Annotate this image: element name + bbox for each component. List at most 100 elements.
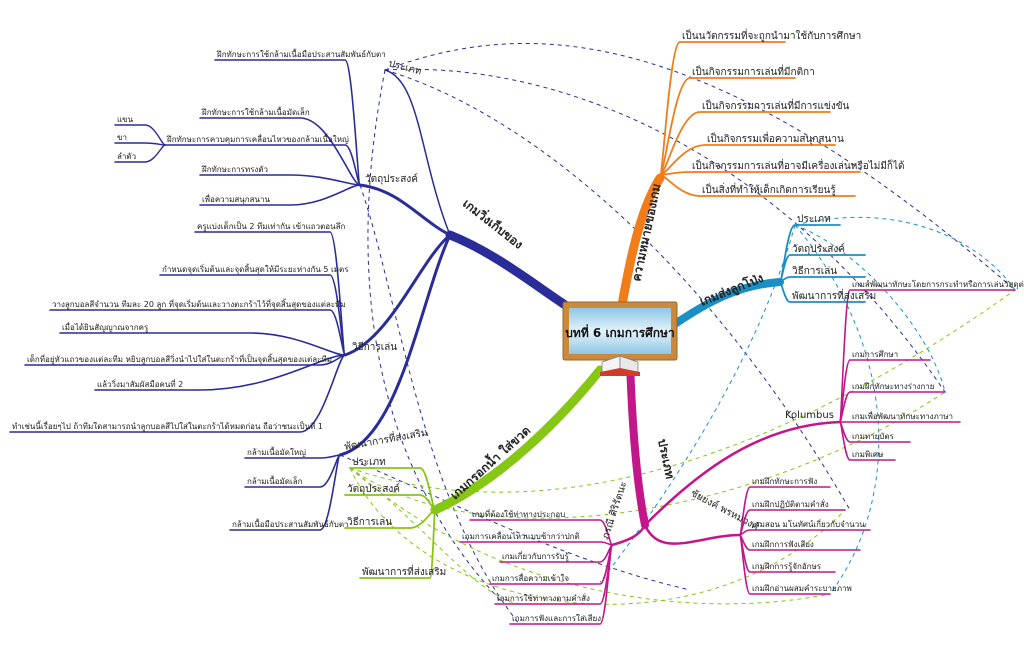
connector [338,233,452,457]
branch-line [739,529,871,536]
leaf-item[interactable]: เกมการฟังและการใส่เสียง [512,614,601,623]
connector [343,233,452,357]
leaf-item[interactable]: วิธีการเล่น [347,516,393,528]
leaf-item[interactable]: ขา [117,133,127,142]
branch-line [94,354,346,391]
node-run-method[interactable]: วิธีการเล่น [352,341,398,353]
dashed-link [599,224,796,583]
leaf-item[interactable]: แล้ววิ่งมาสัมผัสมือคนที่ 2 [97,378,183,389]
leaf-item[interactable]: พัฒนาการที่ส่งเสริม [362,564,446,578]
connector [358,183,452,237]
dashed-link [384,68,946,393]
branch-line [59,332,346,356]
leaf-item[interactable]: ฝึกทักษะการทรงตัว [201,165,268,174]
branch-line [509,544,613,625]
dashed-link [367,69,501,601]
leaf-item[interactable]: เป็นกิจกรรมการเล่นที่มีการแข่งขัน [702,98,850,112]
dashed-link [384,69,851,511]
leaf-item[interactable]: กล้ามเนื้อมัดใหญ่ [247,446,306,457]
node-run-objective[interactable]: วัตถุประสงค์ [365,173,418,185]
branch-line [9,354,346,433]
leaf-item[interactable]: เกมส์พัฒนาทักษะโดยการกระทำหรือการเล่นวัส… [852,279,1024,289]
dashed-link [349,467,521,605]
leaf-item[interactable]: เพื่อความสนุกสนาน [202,193,270,204]
branch-line [49,309,346,356]
leaf-item[interactable]: เกมฝึกอ่านผสมคำระบายภาพ [752,584,852,593]
leaf-item[interactable]: ครูแบ่งเด็กเป็น 2 ทีมเท่ากัน เข้าแถวตอนล… [197,221,345,232]
branch-line [659,77,796,176]
leaf-item[interactable]: เมื่อได้ยินสัญญาณจากครู [62,321,149,333]
leaf-item[interactable]: กำหนดจุดเริ่มต้นและจุดสิ้นสุดให้มีระยะห่… [162,263,349,274]
branch-line [199,117,361,186]
leaf-item[interactable]: เกมที่ต้องใช้ท่าทางประกอบ [472,508,565,519]
connector [610,523,647,547]
leaf-item[interactable]: พัฒนาการที่ส่งเสริม [792,288,876,302]
node-pornnee[interactable]: ภรณี ศิริรัตนะ [599,480,629,541]
leaf-item[interactable]: ฝึกทักษะการควบคุมการเคลื่อนไหวของกล้ามเน… [166,133,349,144]
leaf-item[interactable]: เกมฝึกการฟังเสียง [752,540,814,549]
center-topic[interactable]: บทที่ 6 เกมการศึกษา [562,301,678,376]
leaf-item[interactable]: เกมการศึกษา [852,350,898,359]
branch-line [344,494,436,511]
branch-types [626,358,649,529]
topic-types[interactable]: ประเภท [655,438,677,481]
leaf-item[interactable]: วัตถุประสงค์ [792,243,845,255]
node-run-type[interactable]: ประเภท [387,58,422,77]
dashed-link [349,467,846,605]
leaf-item[interactable]: ประเภท [352,457,386,468]
leaf-item[interactable]: ประเภท [797,214,831,225]
leaf-item[interactable]: เกมฝึกปฏิบัติตามคำสั่ง [752,498,829,509]
leaf-item[interactable]: ทำเช่นนี้เรื่อยๆไป ถ้าทีมใดสามารถนำลูกบอ… [12,420,323,432]
leaf-item[interactable]: เกมพิเศษ [852,450,883,459]
leaf-item[interactable]: เกมการสื่อความเข้าใจ [492,572,569,583]
leaf-item[interactable]: วางลูกบอลสีจำนวน ทีมละ 20 ลูก ที่จุดเริ่… [52,298,346,310]
leaf-item[interactable]: เป็นกิจกรรมเพื่อความสนุกสนาน [707,131,844,145]
leaf-item[interactable]: เกมทายบัตร [852,432,895,441]
connector [643,420,842,527]
leaf-item[interactable]: วัตถุประสงค์ [347,483,400,495]
leaf-item[interactable]: เกมฝึกการรู้จักอักษร [752,562,822,572]
leaf-item[interactable]: เป็นสิ่งที่ทำให้เด็กเกิดการเรียนรู้ [702,182,836,196]
branch-line [114,142,166,146]
branch-line [659,111,831,176]
branch-line [359,509,436,579]
leaf-item[interactable]: วิธีการเล่น [792,265,838,277]
leaf-item[interactable]: เด็กที่อยู่หัวแถวของแต่ละทีม หยิบลูกบอลส… [27,353,332,365]
leaf-item[interactable]: เกมการใช้ท่าทางตามคำสั่ง [497,592,590,603]
leaf-item[interactable]: เกมสอน มโนทัศน์เกี่ยวกับจำนวน [752,518,865,529]
leaf-item[interactable]: กล้ามเนื้อมือประสานสัมพันธ์กับตา [232,518,349,529]
dashed-link [339,454,691,591]
topic-bottle-game[interactable]: เกมกรอกน้ำ ใส่ขวด [446,421,534,502]
leaf-item[interactable]: เป็นกิจกรรมการเล่นที่มีกติกา [692,64,815,78]
dashed-link [794,224,880,595]
branch-line [659,171,861,176]
node-run-development[interactable]: พัฒนาการที่ส่งเสริม [343,425,428,453]
node-kolumbus[interactable]: Kolumbus [785,410,834,421]
branch-line [839,391,946,423]
cross-links [339,43,1016,626]
branch-line [659,41,786,176]
leaf-item[interactable]: เกมฝึกทักษะทางร่างกาย [852,382,934,391]
branch-line [459,541,613,546]
dashed-link [359,184,521,626]
branch-line [159,274,346,356]
leaf-item[interactable]: เกมฝึกทักษะการฟัง [752,477,817,486]
leaf-item[interactable]: เกมการเคลื่อนไหวแบบช้ากว่าปกติ [462,530,580,541]
leaf-item[interactable]: ลำตัว [117,152,136,161]
leaf-item[interactable]: ฝึกทักษะการใช้กล้ามเนื้อมัดเล็ก [201,106,310,117]
leaf-item[interactable]: เป็นนวัตกรรมที่จะถูกนำมาใช้กับการศึกษา [682,28,861,42]
leaf-item[interactable]: แขน [117,115,134,124]
branch-line [194,231,346,356]
dashed-link [349,289,1016,493]
topic-balloon-game[interactable]: เกมส่งลูกโป่ง [698,270,766,310]
leaf-item[interactable]: เกมเพื่อพัฒนาทักษะทางภาษา [852,410,953,421]
leaf-item[interactable]: กล้ามเนื้อมัดเล็ก [247,475,303,486]
branch-line [344,509,436,529]
dashed-link [349,467,831,605]
leaf-item[interactable]: ฝึกทักษะการใช้กล้ามเนื้อมือประสานสัมพันธ… [216,48,386,59]
leaf-item[interactable]: เป็นกิจกรรมการเล่นที่อาจมีเครื่องเล่นหรื… [692,158,905,172]
leaf-item[interactable]: เกมเกี่ยวกับการรับรู้ [502,550,570,562]
branch-line [739,534,831,595]
branch-line [214,59,361,186]
